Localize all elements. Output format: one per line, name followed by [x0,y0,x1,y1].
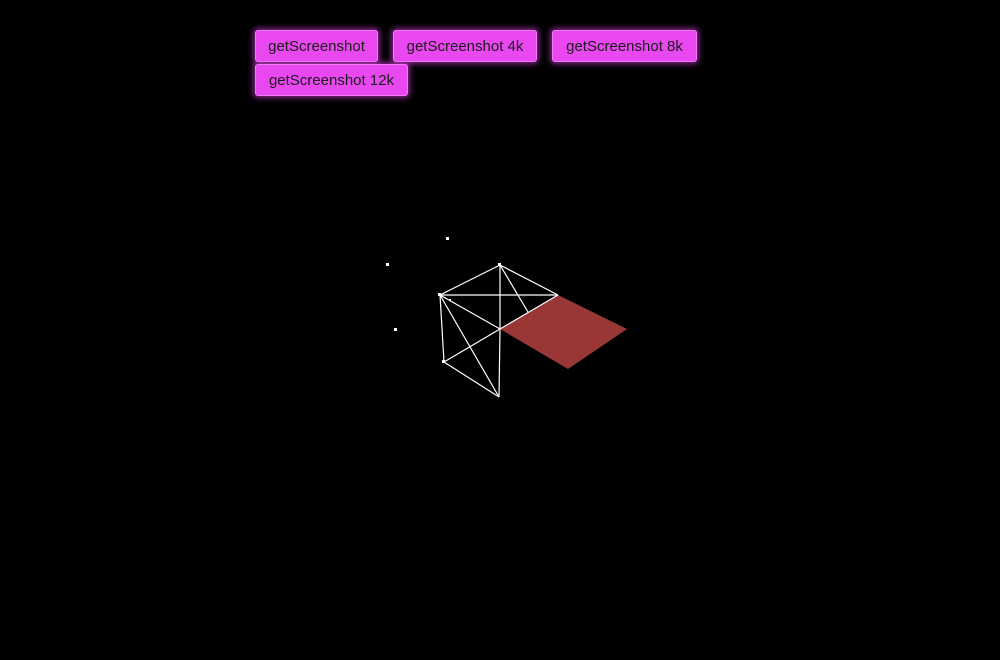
get-screenshot-button[interactable]: getScreenshot [255,30,378,62]
camera-frustum-wireframe [439,264,559,398]
get-screenshot-4k-button[interactable]: getScreenshot 4k [393,30,537,62]
helper-point [386,263,389,266]
get-screenshot-12k-button[interactable]: getScreenshot 12k [255,64,408,96]
get-screenshot-8k-button[interactable]: getScreenshot 8k [552,30,697,62]
helper-point [438,293,441,296]
helper-point [394,328,397,331]
helper-point [498,263,501,266]
red-plane [500,295,627,369]
helper-point [442,360,445,363]
helper-point [449,299,451,301]
helper-point [446,237,449,240]
